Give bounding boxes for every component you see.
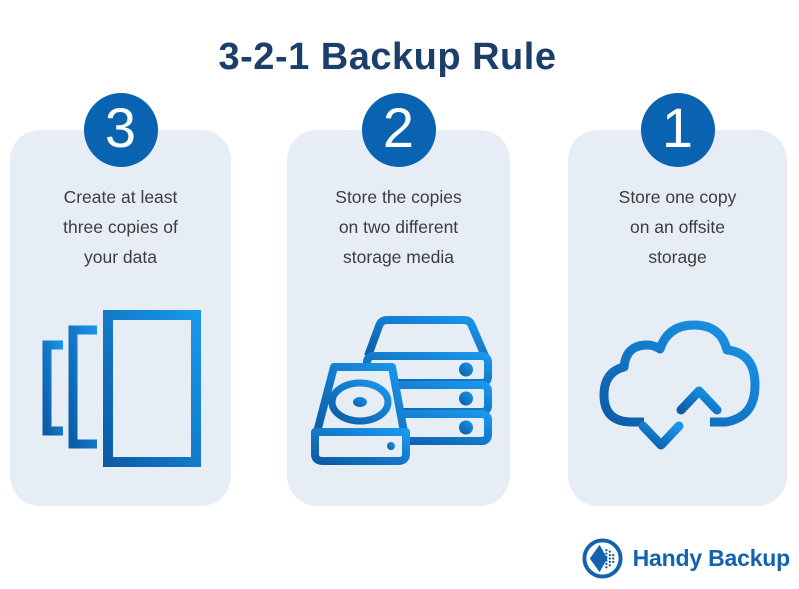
description-line: on two different bbox=[338, 217, 459, 237]
card-two-media: 2 Store the copies on two different stor… bbox=[287, 93, 510, 506]
description-line: Store one copy bbox=[618, 187, 737, 207]
cloud-transfer-icon bbox=[568, 315, 787, 461]
card-offsite-storage: 1 Store one copy on an offsite storage bbox=[568, 93, 787, 506]
brand-name: Handy Backup bbox=[632, 544, 791, 571]
description-line: Create at least bbox=[63, 187, 178, 207]
handy-backup-icon bbox=[581, 537, 624, 580]
badge-circle-1: 1 bbox=[640, 93, 715, 167]
description-line: Store the copies bbox=[335, 187, 462, 207]
description-line: on an offsite bbox=[629, 217, 726, 237]
description-line: three copies of bbox=[63, 217, 178, 237]
badge-circle-3: 3 bbox=[83, 93, 158, 167]
brand-logo: Handy Backup bbox=[581, 535, 790, 581]
badge-number: 2 bbox=[382, 96, 415, 159]
storage-media-icon bbox=[287, 315, 510, 467]
badge-number: 3 bbox=[104, 96, 137, 159]
card-description: Create at least three copies of your dat… bbox=[10, 182, 231, 272]
badge-circle-2: 2 bbox=[361, 93, 436, 167]
badge-number: 1 bbox=[661, 96, 694, 159]
description-line: storage bbox=[648, 247, 707, 267]
card-description: Store one copy on an offsite storage bbox=[568, 182, 787, 272]
page-title: 3-2-1 Backup Rule bbox=[218, 36, 557, 79]
card-three-copies: 3 Create at least three copies of your d… bbox=[10, 93, 231, 506]
copies-icon bbox=[10, 310, 231, 467]
card-description: Store the copies on two different storag… bbox=[287, 182, 510, 272]
description-line: your data bbox=[84, 247, 157, 267]
description-line: storage media bbox=[343, 247, 454, 267]
